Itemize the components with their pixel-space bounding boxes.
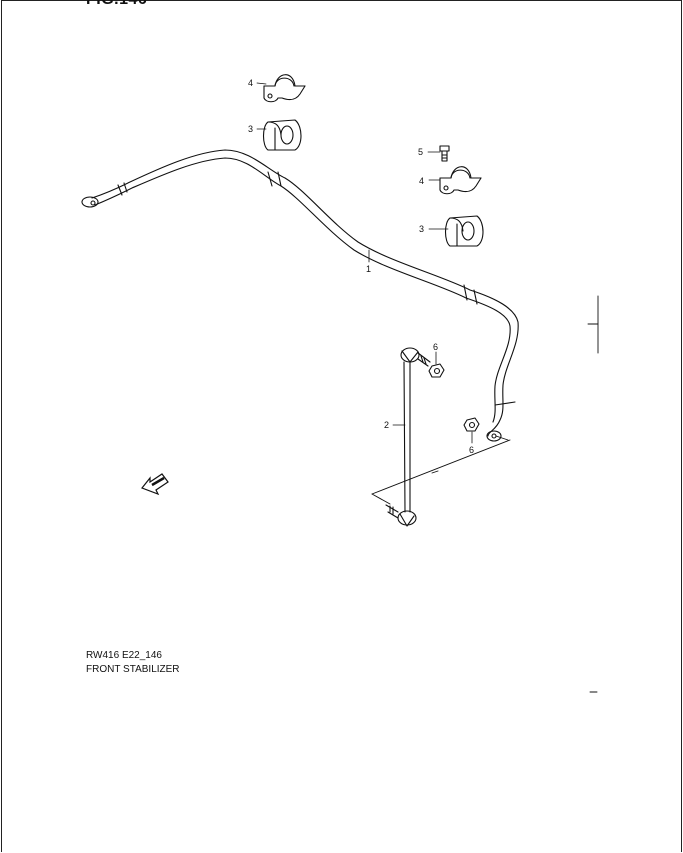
callout-nut-upper: 6 [433, 342, 438, 352]
figure-caption: FRONT STABILIZER [86, 664, 180, 675]
figure-title: FIG.146 [86, 0, 147, 9]
bushing-right[interactable] [444, 215, 484, 247]
leader-lines [256, 82, 473, 444]
callout-bracket-right: 4 [419, 176, 424, 186]
bracket-right[interactable] [439, 166, 482, 195]
callout-bolt: 5 [418, 147, 423, 157]
bolt[interactable] [439, 145, 450, 162]
bushing-left[interactable] [262, 119, 302, 151]
callout-bushing-right: 3 [419, 224, 424, 234]
nut-lower[interactable] [463, 417, 480, 432]
stabilizer-bar[interactable] [81, 149, 519, 442]
nut-upper[interactable] [428, 363, 445, 378]
assembly-lines [371, 435, 511, 505]
forward-arrow-icon [141, 473, 169, 496]
stabilizer-link[interactable] [385, 347, 431, 527]
callout-bracket-left: 4 [248, 78, 253, 88]
bracket-left[interactable] [263, 74, 306, 103]
callout-bar: 1 [366, 264, 371, 274]
callout-bushing-left: 3 [248, 124, 253, 134]
reference-code: RW416 E22_146 [86, 650, 162, 661]
callout-nut-lower: 6 [469, 445, 474, 455]
callout-link: 2 [384, 420, 389, 430]
